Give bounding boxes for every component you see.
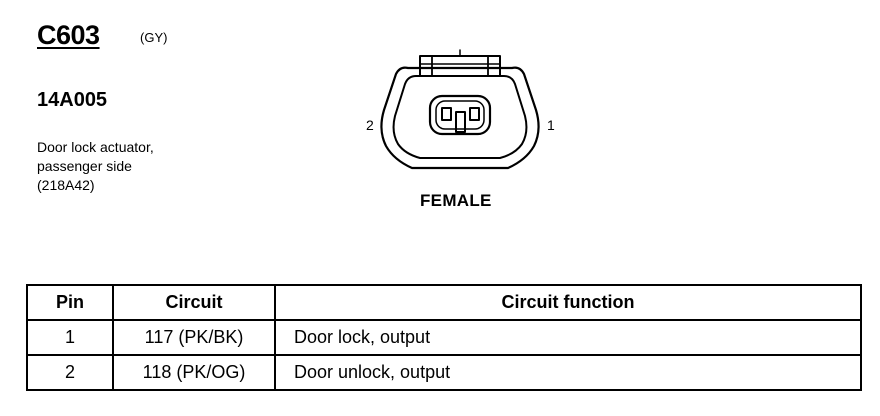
- pin-1-label: 1: [547, 117, 555, 133]
- cell-pin: 1: [26, 319, 114, 356]
- cell-pin: 2: [26, 354, 114, 391]
- description-line: (218A42): [37, 177, 95, 193]
- connector-face-diagram: [380, 49, 540, 170]
- cell-circuit-function: Door unlock, output: [274, 354, 862, 391]
- pin-2-label: 2: [366, 117, 374, 133]
- cell-circuit-function: Door lock, output: [274, 319, 862, 356]
- table-header-row: Pin Circuit Circuit function: [26, 284, 862, 321]
- pin-2-terminal: [441, 107, 452, 121]
- header-circuit-function: Circuit function: [274, 284, 862, 321]
- terminal-cavity: [428, 94, 492, 136]
- connector-outer-housing: [380, 66, 540, 170]
- part-number: 14A005: [37, 89, 108, 111]
- connector-id: C603: [37, 20, 100, 50]
- header-pin: Pin: [26, 284, 114, 321]
- description-line: Door lock actuator,: [37, 139, 154, 155]
- description-line: passenger side: [37, 158, 132, 174]
- connector-color-code: (GY): [140, 30, 168, 45]
- pin-table: Pin Circuit Circuit function 1 117 (PK/B…: [26, 284, 862, 391]
- header-circuit: Circuit: [112, 284, 276, 321]
- polarization-key: [455, 111, 466, 133]
- connector-description: Door lock actuator, passenger side (218A…: [37, 138, 217, 195]
- table-row: 1 117 (PK/BK) Door lock, output: [26, 319, 862, 356]
- cell-circuit: 117 (PK/BK): [112, 319, 276, 356]
- cell-circuit: 118 (PK/OG): [112, 354, 276, 391]
- connector-gender-label: FEMALE: [420, 191, 492, 210]
- pin-1-terminal: [469, 107, 480, 121]
- table-row: 2 118 (PK/OG) Door unlock, output: [26, 354, 862, 391]
- connector-inner-housing: [392, 75, 528, 159]
